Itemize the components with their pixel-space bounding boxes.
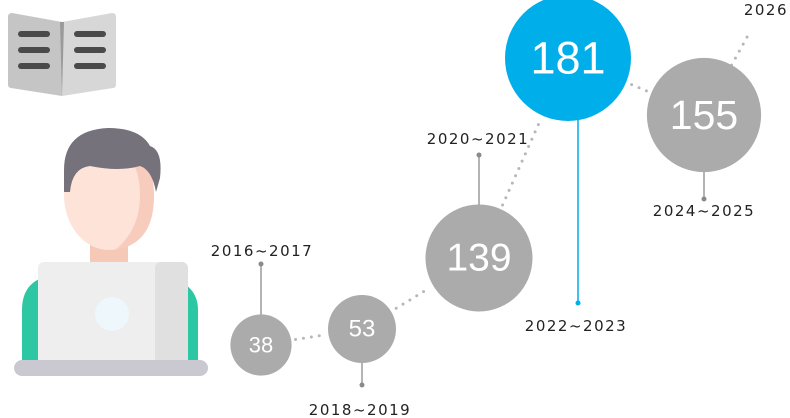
bubble-value-2: 139: [446, 237, 511, 280]
connector-4: [730, 34, 749, 67]
period-label-4: 2024~2025: [653, 202, 755, 220]
stem-dot-3: [575, 300, 581, 306]
period-label-2: 2020~2021: [427, 130, 529, 148]
connector-2: [501, 119, 542, 207]
bubble-2: [425, 204, 533, 312]
bubble-value-0: 38: [249, 333, 273, 358]
open-book-icon: [8, 13, 116, 96]
person-at-laptop-icon: [14, 128, 208, 376]
bubble-0: [230, 314, 292, 376]
bubble-marks: 38 2016~2017 53 2018~2019 139 2020~2021 181 202…: [211, 0, 788, 418]
stem-dot-0: [258, 261, 264, 267]
connector-0: [294, 333, 324, 342]
bubble-connectors: [294, 34, 749, 342]
bubble-1: [328, 295, 396, 363]
bubble-value-1: 53: [349, 316, 376, 343]
stem-dot-4: [701, 196, 707, 202]
bubble-3: [505, 0, 631, 121]
connector-1: [394, 286, 431, 310]
stem-dot-1: [359, 382, 365, 388]
period-label-0: 2016~2017: [211, 242, 313, 260]
period-label-5: 2026: [744, 1, 788, 19]
bubble-4: [646, 57, 762, 173]
connector-3: [630, 83, 653, 95]
period-label-1: 2018~2019: [309, 401, 411, 418]
bubble-value-4: 155: [670, 92, 738, 138]
bubble-value-3: 181: [530, 33, 605, 84]
period-label-3: 2022~2023: [525, 317, 627, 335]
stem-dot-2: [476, 152, 482, 158]
